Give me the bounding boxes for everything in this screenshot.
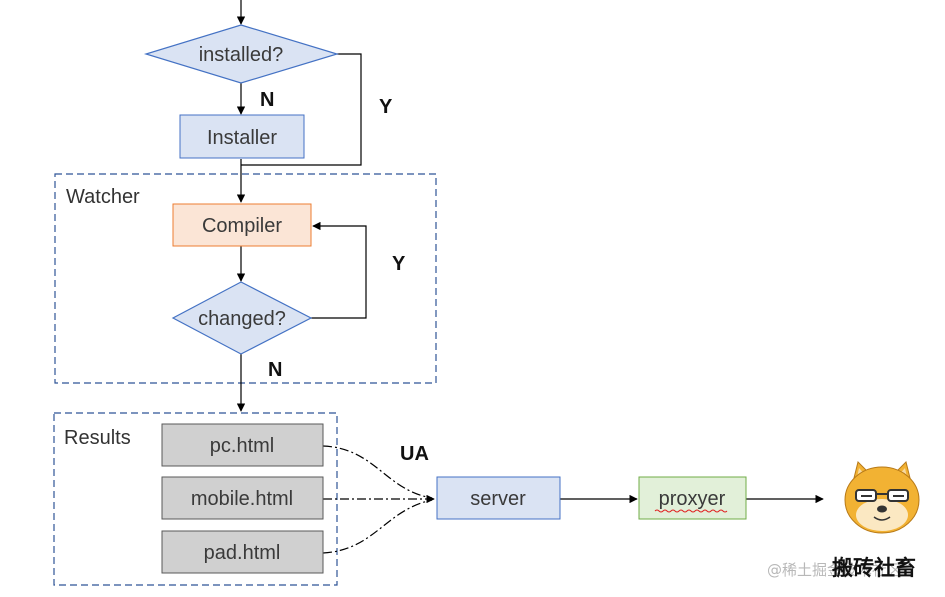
- result-pad-label: pad.html: [204, 542, 281, 564]
- watermark-site: @稀土掘金技术社区: [767, 561, 902, 579]
- edge-installed-yes: [241, 53, 362, 166]
- installed-label: installed?: [199, 44, 284, 66]
- proxyer-node: proxyer: [638, 476, 747, 520]
- result-pad: pad.html: [161, 530, 324, 574]
- doge-with-glasses-icon: [844, 461, 920, 534]
- edges: [236, 0, 824, 554]
- watcher-group-label: Watcher: [66, 186, 140, 208]
- edge-changed-yes: [311, 221, 367, 319]
- result-pc-label: pc.html: [210, 435, 274, 457]
- server-node: server: [436, 476, 561, 520]
- installer-label: Installer: [207, 127, 277, 149]
- spellcheck-underline: [654, 509, 728, 513]
- result-pc: pc.html: [161, 423, 324, 467]
- edge-pc-to-server: [322, 445, 433, 499]
- edge-pad-to-server: [322, 499, 433, 554]
- watcher-group: [54, 173, 437, 384]
- changed-label: changed?: [198, 308, 286, 330]
- installed-decision: installed?: [143, 24, 340, 84]
- edge-label-installed-no: N: [260, 89, 274, 111]
- compiler-label: Compiler: [202, 215, 282, 237]
- edge-label-changed-no: N: [268, 359, 282, 381]
- result-mobile-label: mobile.html: [191, 488, 293, 510]
- edge-label-installed-yes: Y: [379, 96, 393, 118]
- proxyer-label: proxyer: [659, 488, 726, 510]
- edge-label-ua: UA: [400, 443, 429, 465]
- edge-label-changed-yes: Y: [392, 253, 406, 275]
- watermark-brand: 搬砖社畜: [832, 556, 916, 580]
- server-label: server: [470, 488, 526, 510]
- changed-decision: changed?: [171, 281, 313, 355]
- compiler-node: Compiler: [172, 203, 312, 247]
- results-group-label: Results: [64, 427, 131, 449]
- installer-node: Installer: [179, 114, 305, 159]
- result-mobile: mobile.html: [161, 476, 324, 520]
